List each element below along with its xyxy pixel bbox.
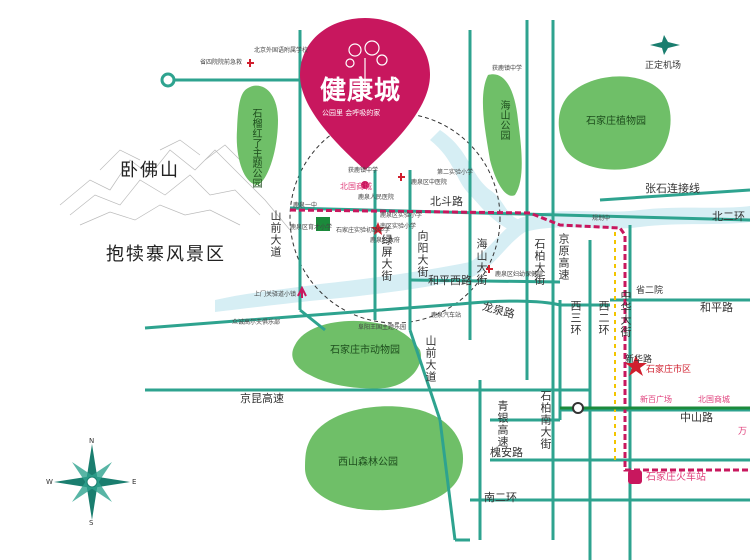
- park-haishan-label: 海山公园: [498, 100, 509, 140]
- park-botanical: [558, 76, 671, 170]
- school8-label: 鹿泉区育才小学: [290, 224, 333, 231]
- road-xiangyang-label: 向阳大街: [416, 230, 429, 278]
- gov-label: 鹿泉区政府: [370, 237, 401, 244]
- road-shibainan-label: 石柏南大街: [539, 390, 552, 450]
- erhao-label: 省二院: [636, 286, 664, 296]
- road-shanqian2-label: 山前大道: [424, 335, 437, 383]
- hospital2-label: 鹿泉区中医院: [411, 179, 448, 186]
- road-beierhuan-label: 北二环: [712, 210, 745, 223]
- hospital4-label: 鹿泉区妇幼保健院: [495, 271, 544, 278]
- road-shanqian-label: 山前大道: [269, 210, 282, 258]
- beiguo-mall-label: 北国商城: [698, 395, 730, 404]
- school2-label: 获鹿镇中学: [492, 65, 523, 72]
- fang-label: 万: [738, 427, 748, 437]
- golf-icon: [297, 285, 307, 298]
- river-branch: [430, 130, 520, 230]
- school4-label: 获鹿镇中学: [348, 167, 379, 174]
- bus-label: 鹿泉汽车站: [431, 312, 462, 319]
- road-shibai-label: 石柏大街: [533, 238, 546, 286]
- town-label: 上门关驿道小镇: [254, 291, 297, 298]
- park-haishan: [482, 74, 522, 196]
- river: [215, 206, 750, 312]
- hospital-cross-icon-2: [398, 173, 405, 181]
- road-qingyin-label: 青银高速: [496, 400, 509, 448]
- hospital1-label: 省四院院前急救: [200, 59, 243, 66]
- hospital-cross-icon-1: [247, 59, 254, 67]
- gov-star-icon: [371, 222, 385, 235]
- metro-line-1: [289, 208, 750, 472]
- compass-e: E: [132, 478, 137, 486]
- road-huaian-label: 槐安路: [490, 446, 523, 459]
- road-zhonghua-label: 中华大街: [619, 290, 632, 338]
- compass-s: S: [89, 519, 94, 527]
- hospital3-label: 鹿泉人民医院: [358, 194, 395, 201]
- road-naner-label: 南二环: [484, 491, 517, 504]
- road-heping-label: 和平路: [700, 301, 733, 314]
- park-shiliu-label: 石榴红了主题公园: [250, 108, 261, 188]
- road-jingyuan-label: 京原高速: [557, 233, 570, 281]
- mountain-range: [59, 139, 291, 231]
- location-pin: [300, 18, 430, 189]
- airplane-icon: [650, 35, 680, 55]
- road-beidou-label: 北斗路: [430, 195, 463, 208]
- road-haishan-label: 海山大街: [475, 238, 488, 286]
- school3-label: 第二实验小学: [437, 169, 474, 176]
- compass-rose-icon: [54, 444, 130, 520]
- city-hall-star-icon: [625, 355, 647, 376]
- brand-name: 健康城: [320, 76, 402, 106]
- guide-label: 规划中: [592, 215, 611, 222]
- brand-slogan: 公园里 会呼吸的家: [322, 109, 381, 117]
- school6-label: 鹿泉一中: [293, 202, 318, 209]
- hospital-cross-icon-3: [486, 265, 493, 273]
- park-forest: [305, 406, 464, 511]
- school-logo-icon: [316, 217, 330, 231]
- road-xinhua-label: 新华路: [625, 355, 653, 365]
- theme-park-label: 阜阳王国主题乐园: [358, 324, 407, 331]
- road-hepingxi-label: 和平西路: [428, 274, 472, 287]
- road-zhangshi-label: 张石连接线: [645, 182, 700, 195]
- beiguo-outlet-label: 北国商城: [340, 182, 372, 191]
- train-icon: [628, 470, 642, 484]
- school5-label: 鹿泉区实验小学: [380, 212, 423, 219]
- scenic-area-label: 抱犊寨风景区: [106, 244, 226, 265]
- xinbai-label: 新百广场: [640, 395, 672, 404]
- compass-n: N: [89, 437, 95, 445]
- road-jingkun-label: 京昆高速: [240, 392, 284, 405]
- school7-label: 石家庄实验初级中学: [336, 227, 391, 234]
- mountain-label: 卧佛山: [120, 160, 180, 181]
- park-botanical-label: 石家庄植物园: [586, 116, 646, 127]
- train-station-label: 石家庄火车站: [646, 472, 706, 483]
- city-hall-label: 石家庄市区: [646, 365, 692, 375]
- road-lvping-label: 绿屏大街: [380, 234, 393, 282]
- park-shiliu: [236, 85, 278, 185]
- radius-circle: [289, 112, 501, 324]
- airport-label: 正定机场: [645, 61, 682, 71]
- park-zoo: [292, 320, 421, 389]
- park-forest-label: 西山森林公园: [338, 457, 398, 468]
- golf-label: 众诚高尔夫俱乐部: [232, 319, 281, 326]
- school1-label: 北京外国语附属学校: [254, 47, 309, 54]
- road-xisanhuan-label: 西三环: [569, 300, 582, 336]
- park-zoo-label: 石家庄市动物园: [330, 345, 400, 356]
- road-zhongshan-label: 中山路: [680, 411, 713, 424]
- compass-w: W: [46, 478, 53, 486]
- road-xierhuan-label: 西二环: [597, 300, 610, 336]
- road-endpoint: [160, 72, 176, 88]
- school9-label: 南区实验小学: [380, 223, 417, 230]
- metro-station: [572, 402, 584, 414]
